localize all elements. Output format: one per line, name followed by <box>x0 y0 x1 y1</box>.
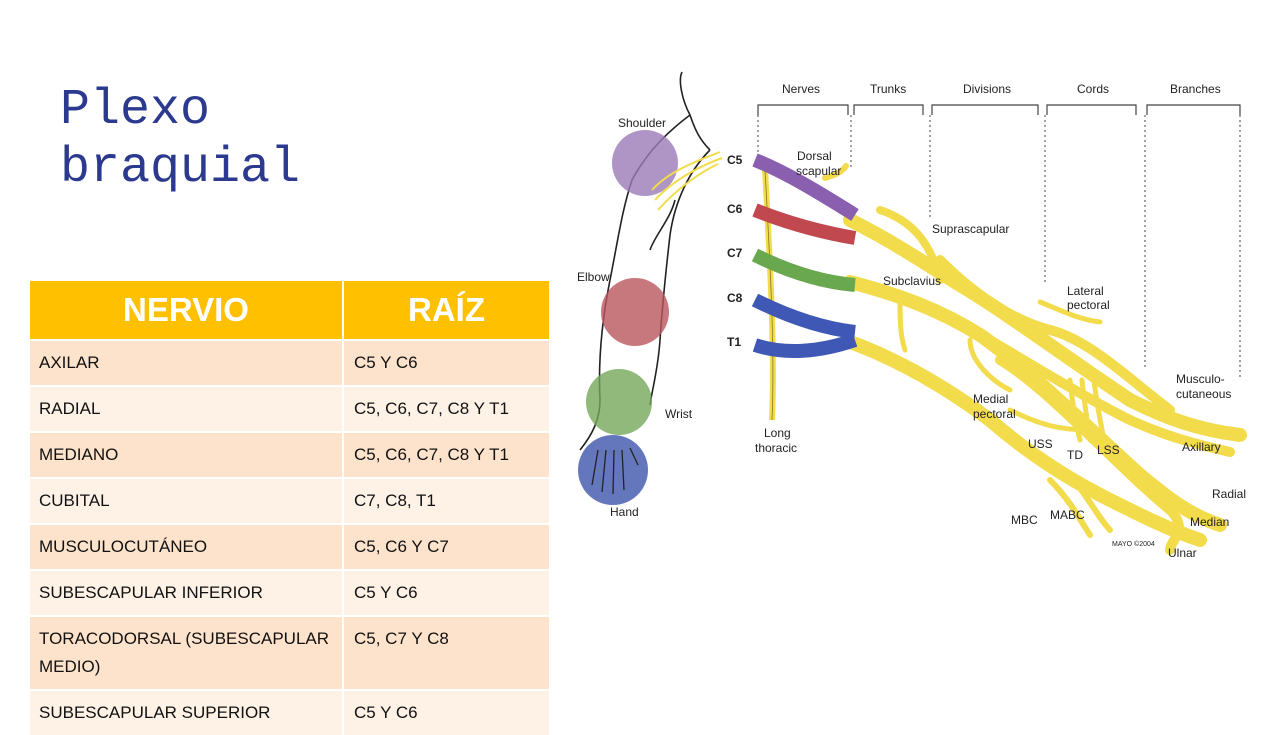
nerve-cell: SUBESCAPULAR INFERIOR <box>30 569 344 616</box>
root-cell: C5 Y C6 <box>343 339 549 386</box>
nerve-cell: CUBITAL <box>30 477 344 524</box>
nerve-cell: MEDIANO <box>30 431 344 478</box>
header-cords: Cords <box>1077 82 1109 96</box>
label-subclavius: Subclavius <box>883 274 941 288</box>
brachial-plexus-diagram: Nerves Trunks Divisions Cords Branches <box>577 71 1247 560</box>
table-row: SUBESCAPULAR INFERIOR C5 Y C6 <box>30 569 549 616</box>
label-medial-pectoral-2: pectoral <box>973 407 1016 421</box>
hand-outline <box>591 447 639 495</box>
nerve-cell: SUBESCAPULAR SUPERIOR <box>30 689 344 735</box>
label-mabc: MABC <box>1050 508 1085 522</box>
header-raiz: RAÍZ <box>343 281 549 340</box>
label-wrist: Wrist <box>665 407 693 421</box>
label-c6: C6 <box>727 202 743 216</box>
root-cell: C7, C8, T1 <box>343 477 549 524</box>
root-cell: C5, C6, C7, C8 Y T1 <box>343 431 549 478</box>
label-dorsal-scapular-1: Dorsal <box>797 149 832 163</box>
label-suprascapular: Suprascapular <box>932 222 1009 236</box>
table-row: SUBESCAPULAR SUPERIOR C5 Y C6 <box>30 689 549 735</box>
label-uss: USS <box>1028 437 1053 451</box>
root-cell: C5, C7 Y C8 <box>343 615 549 690</box>
nerve-cell: AXILAR <box>30 339 344 386</box>
label-c8: C8 <box>727 291 743 305</box>
nerve-cell: MUSCULOCUTÁNEO <box>30 523 344 570</box>
table-row: TORACODORSAL (SUBESCAPULAR MEDIO) C5, C7… <box>30 615 549 690</box>
header-trunks: Trunks <box>870 82 906 96</box>
section-headers: Nerves Trunks Divisions Cords Branches <box>782 82 1221 96</box>
nerve-cell: RADIAL <box>30 385 344 432</box>
label-radial: Radial <box>1212 487 1246 501</box>
table-header-row: NERVIO RAÍZ <box>30 281 549 340</box>
label-medial-pectoral-1: Medial <box>973 392 1008 406</box>
label-lss: LSS <box>1097 443 1120 457</box>
label-long-thoracic-1: Long <box>764 426 791 440</box>
root-cell: C5, C6 Y C7 <box>343 523 549 570</box>
header-divisions: Divisions <box>963 82 1011 96</box>
label-elbow: Elbow <box>577 270 610 284</box>
label-shoulder: Shoulder <box>618 116 666 130</box>
label-mbc: MBC <box>1011 513 1038 527</box>
label-long-thoracic-2: thoracic <box>755 441 797 455</box>
label-t1: T1 <box>727 335 741 349</box>
slide-title: Plexo braquial <box>60 82 301 197</box>
nerve-roots-table: NERVIO RAÍZ AXILAR C5 Y C6 RADIAL C5, C6… <box>30 281 549 735</box>
shoulder-nerves <box>651 151 723 211</box>
table-row: AXILAR C5 Y C6 <box>30 339 549 386</box>
table-row: RADIAL C5, C6, C7, C8 Y T1 <box>30 385 549 432</box>
root-cell: C5 Y C6 <box>343 689 549 735</box>
label-dorsal-scapular-2: scapular <box>796 164 841 178</box>
header-nervio: NERVIO <box>30 281 344 340</box>
table-row: MUSCULOCUTÁNEO C5, C6 Y C7 <box>30 523 549 570</box>
label-lateral-pectoral-1: Lateral <box>1067 284 1104 298</box>
label-hand: Hand <box>610 505 639 519</box>
section-brackets <box>757 104 1241 115</box>
label-musculocutaneous-2: cutaneous <box>1176 387 1231 401</box>
header-branches: Branches <box>1170 82 1221 96</box>
table-row: MEDIANO C5, C6, C7, C8 Y T1 <box>30 431 549 478</box>
wrist-circle <box>586 369 652 435</box>
label-musculocutaneous-1: Musculo- <box>1176 372 1225 386</box>
shoulder-circle <box>612 130 678 196</box>
section-dividers <box>757 115 1241 380</box>
label-td: TD <box>1067 448 1083 462</box>
elbow-circle <box>601 278 669 346</box>
label-credit: MAYO ©2004 <box>1112 540 1155 548</box>
label-c5: C5 <box>727 153 743 167</box>
plexus-trunks <box>822 163 1247 555</box>
root-cell: C5 Y C6 <box>343 569 549 616</box>
label-lateral-pectoral-2: pectoral <box>1067 298 1110 312</box>
table-row: CUBITAL C7, C8, T1 <box>30 477 549 524</box>
label-ulnar: Ulnar <box>1168 546 1197 560</box>
root-cell: C5, C6, C7, C8 Y T1 <box>343 385 549 432</box>
header-nerves: Nerves <box>782 82 820 96</box>
nerve-cell: TORACODORSAL (SUBESCAPULAR MEDIO) <box>30 615 344 690</box>
colored-roots <box>751 153 859 358</box>
label-c7: C7 <box>727 246 743 260</box>
label-median: Median <box>1190 515 1229 529</box>
label-axillary: Axillary <box>1182 440 1221 454</box>
